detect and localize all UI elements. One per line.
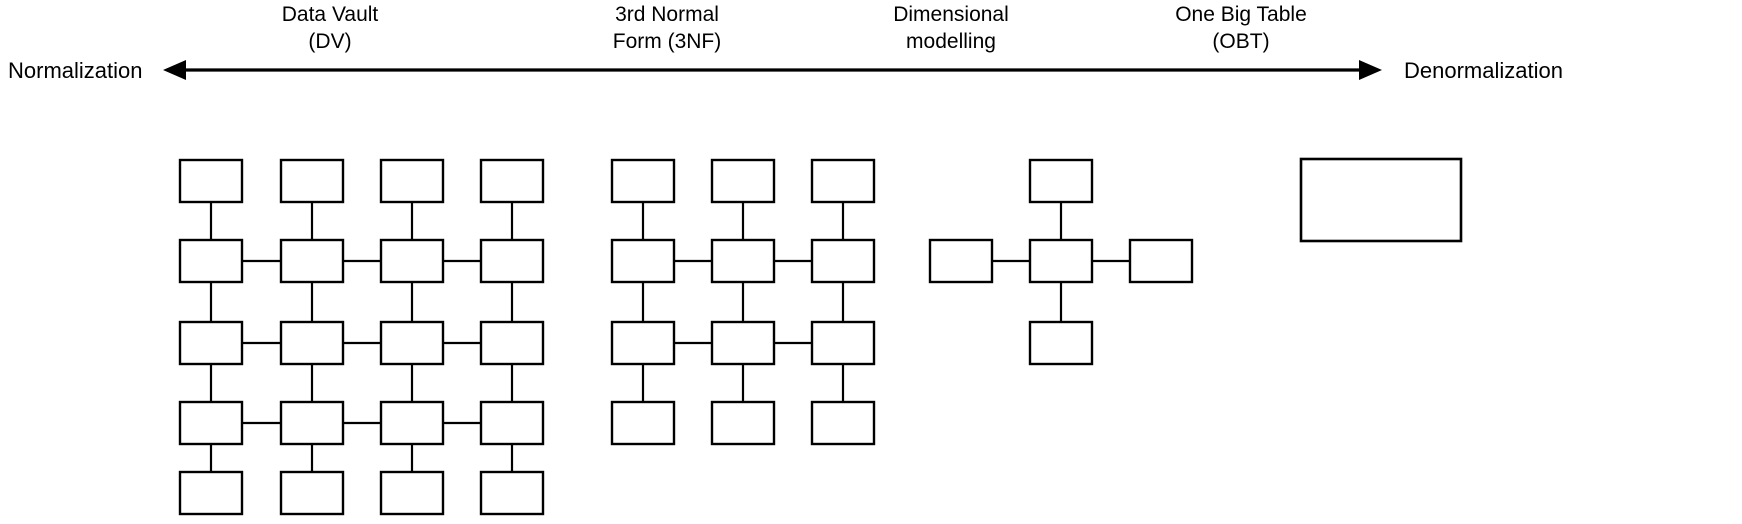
stage-label-obt-line1: One Big Table	[1175, 3, 1307, 26]
entity-box[interactable]	[178, 470, 244, 516]
entity-box[interactable]	[479, 238, 545, 284]
model-group-one-big-table	[1299, 157, 1463, 243]
dv-connectors	[209, 202, 514, 472]
entity-box[interactable]	[279, 158, 345, 204]
entity-box[interactable]	[810, 238, 876, 284]
entity-box[interactable]	[379, 320, 445, 366]
model-group-third-normal-form	[610, 158, 876, 446]
entity-box[interactable]	[810, 400, 876, 446]
entity-box[interactable]	[710, 320, 776, 366]
entity-box[interactable]	[479, 158, 545, 204]
entity-box[interactable]	[178, 320, 244, 366]
entity-box[interactable]	[279, 238, 345, 284]
entity-box[interactable]	[710, 400, 776, 446]
model-group-dimensional-modelling	[928, 158, 1194, 366]
entity-box[interactable]	[178, 158, 244, 204]
entity-box[interactable]	[279, 400, 345, 446]
axis-label-normalization: Normalization	[8, 58, 143, 83]
nf-entities	[610, 158, 876, 446]
fact-box-center[interactable]	[1028, 238, 1094, 284]
entity-box[interactable]	[810, 320, 876, 366]
entity-box[interactable]	[178, 400, 244, 446]
entity-box[interactable]	[710, 238, 776, 284]
arrow-head-left-icon	[163, 60, 186, 80]
dv-entities	[178, 158, 545, 516]
entity-box[interactable]	[178, 238, 244, 284]
entity-box[interactable]	[610, 238, 676, 284]
stage-labels: Data Vault (DV) 3rd Normal Form (3NF) Di…	[282, 3, 1307, 53]
entity-box[interactable]	[279, 320, 345, 366]
dim-entities	[928, 158, 1194, 366]
stage-label-data-vault-line1: Data Vault	[282, 3, 379, 26]
nf-connectors	[641, 202, 845, 402]
axis-label-denormalization: Denormalization	[1404, 58, 1563, 83]
stage-label-3nf-line1: 3rd Normal	[615, 3, 719, 26]
spectrum-axis: Normalization Denormalization	[8, 58, 1563, 83]
entity-box[interactable]	[610, 320, 676, 366]
stage-label-dimensional-line1: Dimensional	[893, 3, 1009, 26]
model-group-data-vault	[178, 158, 545, 516]
dimension-box-left[interactable]	[928, 238, 994, 284]
entity-box[interactable]	[610, 158, 676, 204]
entity-box[interactable]	[810, 158, 876, 204]
entity-box[interactable]	[479, 400, 545, 446]
arrow-head-right-icon	[1359, 60, 1382, 80]
entity-box[interactable]	[710, 158, 776, 204]
dim-connectors	[992, 202, 1130, 322]
stage-label-data-vault-line2: (DV)	[308, 30, 351, 53]
entity-box[interactable]	[379, 238, 445, 284]
entity-box[interactable]	[479, 320, 545, 366]
stage-label-3nf-line2: Form (3NF)	[613, 30, 722, 53]
entity-box[interactable]	[379, 158, 445, 204]
entity-box[interactable]	[379, 470, 445, 516]
entity-box[interactable]	[479, 470, 545, 516]
dimension-box-top[interactable]	[1028, 158, 1094, 204]
dimension-box-right[interactable]	[1128, 238, 1194, 284]
entity-box[interactable]	[610, 400, 676, 446]
entity-box[interactable]	[379, 400, 445, 446]
stage-label-obt-line2: (OBT)	[1212, 30, 1269, 53]
one-big-table-box[interactable]	[1299, 157, 1463, 243]
stage-label-dimensional-line2: modelling	[906, 30, 996, 53]
entity-box[interactable]	[279, 470, 345, 516]
dimension-box-bottom[interactable]	[1028, 320, 1094, 366]
